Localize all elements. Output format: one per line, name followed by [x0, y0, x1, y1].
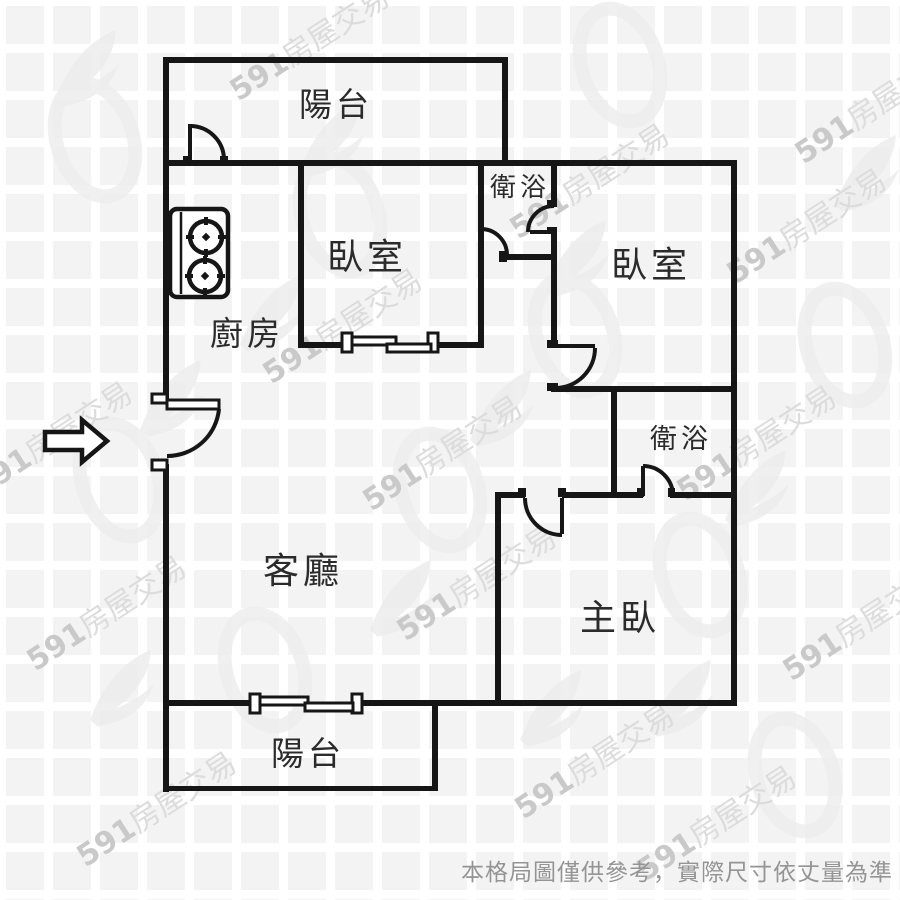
- watermark-leaf-shape: [835, 134, 899, 212]
- door-jamb: [499, 251, 507, 262]
- floorplan-layer: 陽台 衛浴 臥室 臥室 廚房 衛浴 客廳 主臥 陽台 本格局圖僅供參考，實際尺寸…: [42, 57, 893, 886]
- room-label-bedroom-left: 臥室: [327, 237, 407, 278]
- watermark-leaf-shape: [520, 669, 584, 747]
- wall-segment: [163, 706, 169, 792]
- wall-segment: [298, 166, 304, 347]
- wall-segment: [163, 786, 438, 791]
- wall-segment: [163, 166, 169, 402]
- windows: [248, 331, 440, 715]
- bedroom-left-window-icon: [340, 331, 440, 354]
- watermark-leaf-shape: [725, 449, 789, 527]
- watermark-leaf-shape: [300, 99, 364, 177]
- wall-segment: [551, 386, 737, 392]
- wall-segment: [502, 57, 508, 166]
- watermark-ring-shape: [217, 606, 313, 734]
- watermark-leaf-shape: [470, 369, 534, 447]
- wall-segment: [163, 57, 169, 166]
- wall-segment: [298, 342, 347, 348]
- watermark-ring-shape: [572, 1, 668, 129]
- watermark-leaf-shape: [545, 219, 609, 297]
- door-jamb: [547, 200, 557, 207]
- bathroom-master-door-icon: [641, 464, 675, 497]
- disclaimer-text: 本格局圖僅供參考，實際尺寸依丈量為準: [461, 860, 893, 886]
- wall-segment: [360, 700, 737, 706]
- door-jamb: [518, 488, 526, 497]
- wall-segment: [163, 464, 169, 706]
- balcony-door-icon: [188, 124, 226, 162]
- watermark-leaf-shape: [370, 559, 434, 637]
- watermark-logo-layer: [47, 1, 899, 839]
- door-jamb: [183, 156, 191, 166]
- room-label-balcony-top: 陽台: [299, 85, 373, 124]
- balcony-bottom-sliding-door-icon: [248, 692, 364, 715]
- room-label-bedroom-right: 臥室: [611, 245, 691, 286]
- door-jamb: [637, 488, 644, 497]
- bedroom-right-door-icon: [554, 344, 597, 390]
- watermark-leaf-shape: [140, 359, 204, 437]
- stove-icon: [167, 206, 231, 300]
- wall-segment: [495, 492, 525, 498]
- bathroom-top-door-icon: [479, 227, 509, 257]
- wall-segment: [551, 166, 557, 206]
- wall-segment: [731, 166, 737, 706]
- door-jamb: [547, 340, 558, 348]
- watermark-leaf-shape: [650, 659, 714, 737]
- doors: [150, 124, 675, 537]
- wall-segment: [562, 492, 643, 498]
- door-jamb: [558, 488, 566, 497]
- wall-segment: [611, 392, 617, 495]
- room-labels: 陽台 衛浴 臥室 臥室 廚房 衛浴 客廳 主臥 陽台: [210, 85, 712, 773]
- wall-segment: [495, 498, 501, 700]
- room-label-master-bedroom: 主臥: [580, 598, 660, 639]
- wall-segment: [436, 342, 484, 348]
- entrance-arrow-icon: [42, 415, 111, 467]
- room-label-balcony-bottom: 陽台: [271, 734, 345, 773]
- watermark-leaf-shape: [90, 649, 154, 727]
- room-label-kitchen: 廚房: [210, 314, 284, 353]
- wall-segment: [551, 232, 557, 346]
- walls: [163, 57, 737, 792]
- bathroom-top-second-door-icon: [526, 204, 555, 234]
- room-label-bathroom-master: 衛浴: [650, 424, 712, 455]
- watermark-leaf-shape: [240, 274, 304, 352]
- watermark-ring-shape: [392, 426, 488, 554]
- room-label-bathroom-top: 衛浴: [490, 173, 550, 203]
- door-jamb: [547, 383, 558, 391]
- wall-segment: [163, 700, 257, 706]
- watermark-ring-shape: [797, 281, 893, 409]
- entrance-door-icon: [150, 392, 221, 472]
- wall-segment: [163, 57, 508, 63]
- watermark-ring-shape: [747, 711, 843, 839]
- wall-segment: [504, 254, 554, 260]
- door-jamb: [220, 156, 228, 166]
- watermark-leaf-shape: [55, 29, 119, 107]
- wall-segment: [670, 492, 737, 498]
- master-bedroom-door-icon: [523, 497, 564, 537]
- wall-segment: [163, 160, 737, 166]
- wall-segment: [432, 706, 438, 791]
- room-label-living-room: 客廳: [263, 551, 343, 592]
